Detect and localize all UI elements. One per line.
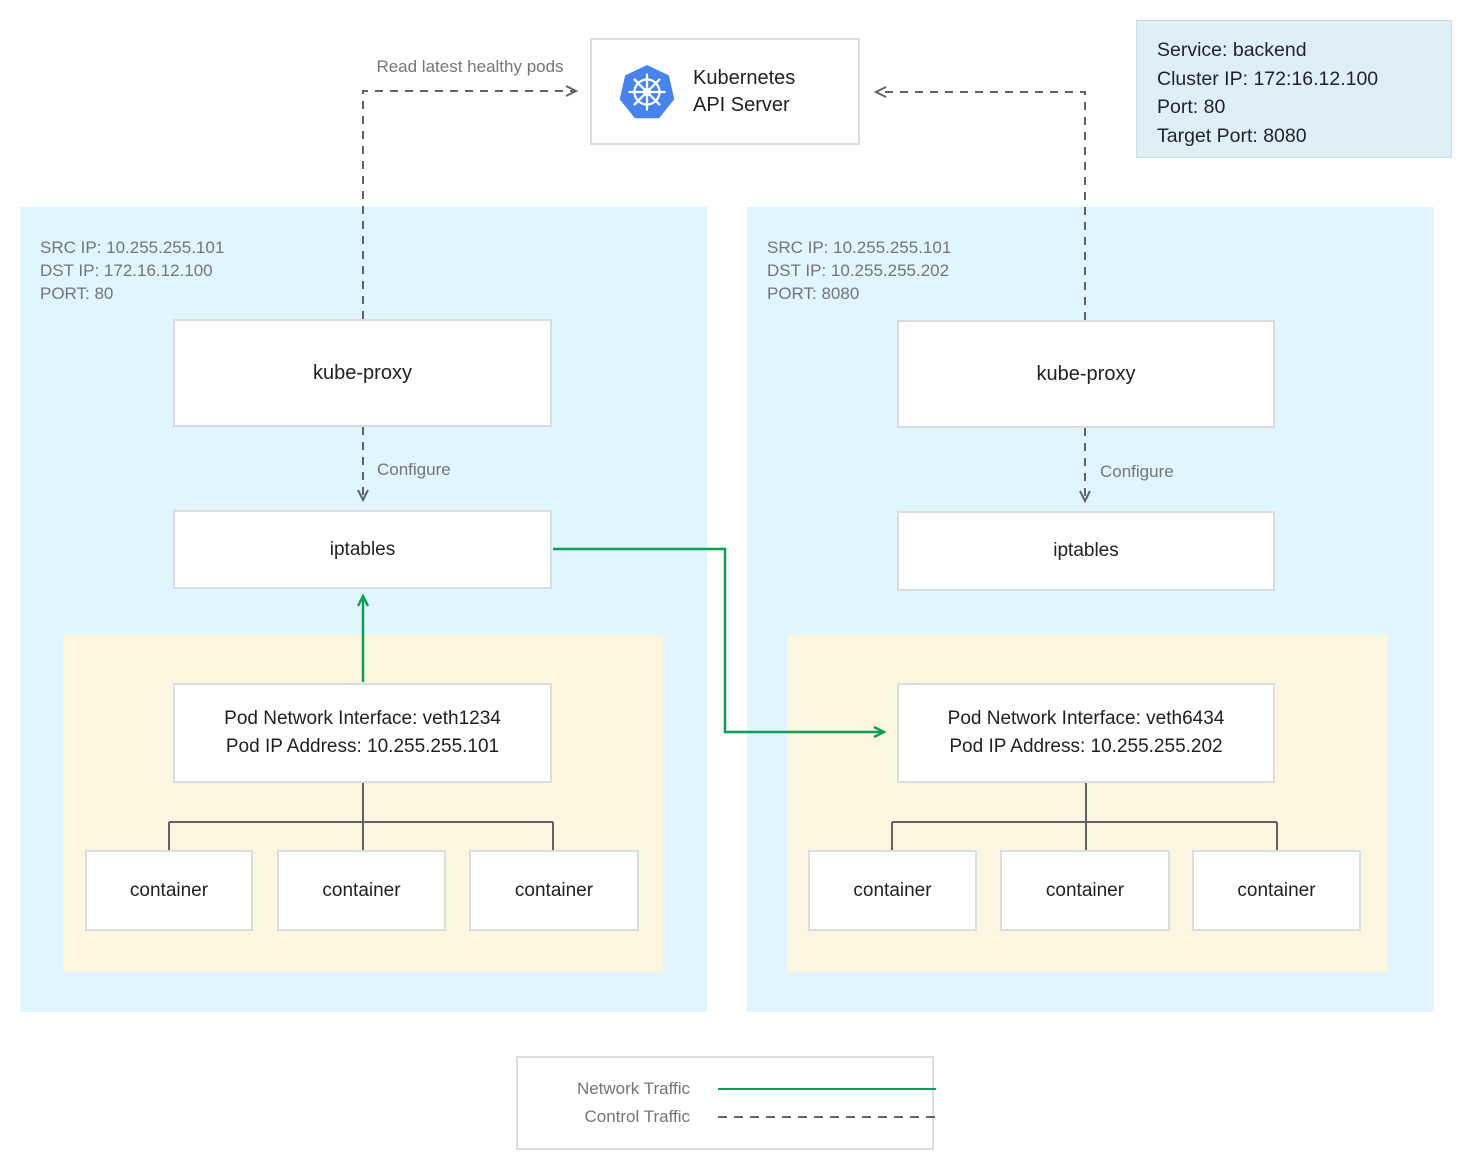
kube-proxy-box-left: kube-proxy	[173, 319, 552, 427]
iptables-box-left: iptables	[173, 510, 552, 589]
legend-control-traffic-label: Control Traffic	[584, 1107, 690, 1126]
api-server-title: Kubernetes API Server	[693, 66, 796, 116]
legend-box: Network Traffic Control Traffic	[516, 1056, 936, 1150]
container-box: container	[808, 850, 977, 931]
pod-interface-box-right: Pod Network Interface: veth6434 Pod IP A…	[897, 683, 1275, 783]
pod-interface-box-left: Pod Network Interface: veth1234 Pod IP A…	[173, 683, 552, 783]
container-box: container	[277, 850, 446, 931]
legend-row-control: Control Traffic	[532, 1107, 936, 1127]
service-info-box: Service: backend Cluster IP: 172:16.12.1…	[1136, 20, 1452, 158]
control-traffic-line-sample	[718, 1116, 936, 1118]
kubernetes-logo-icon	[619, 64, 675, 118]
container-box: container	[85, 850, 253, 931]
node-left-meta: SRC IP: 10.255.255.101 DST IP: 172.16.12…	[40, 238, 225, 303]
iptables-box-right: iptables	[897, 511, 1275, 591]
configure-label-right: Configure	[1100, 462, 1174, 481]
container-box: container	[1000, 850, 1170, 931]
kube-proxy-box-right: kube-proxy	[897, 320, 1275, 428]
legend-row-network: Network Traffic	[532, 1079, 936, 1099]
container-box: container	[469, 850, 639, 931]
container-box: container	[1192, 850, 1361, 931]
api-server-box: Kubernetes API Server	[590, 38, 860, 145]
network-traffic-line-sample	[718, 1087, 936, 1091]
configure-label-left: Configure	[377, 460, 451, 479]
legend-network-traffic-label: Network Traffic	[576, 1079, 690, 1098]
read-latest-healthy-pods-label: Read latest healthy pods	[376, 57, 564, 76]
node-right-meta: SRC IP: 10.255.255.101 DST IP: 10.255.25…	[767, 238, 952, 303]
